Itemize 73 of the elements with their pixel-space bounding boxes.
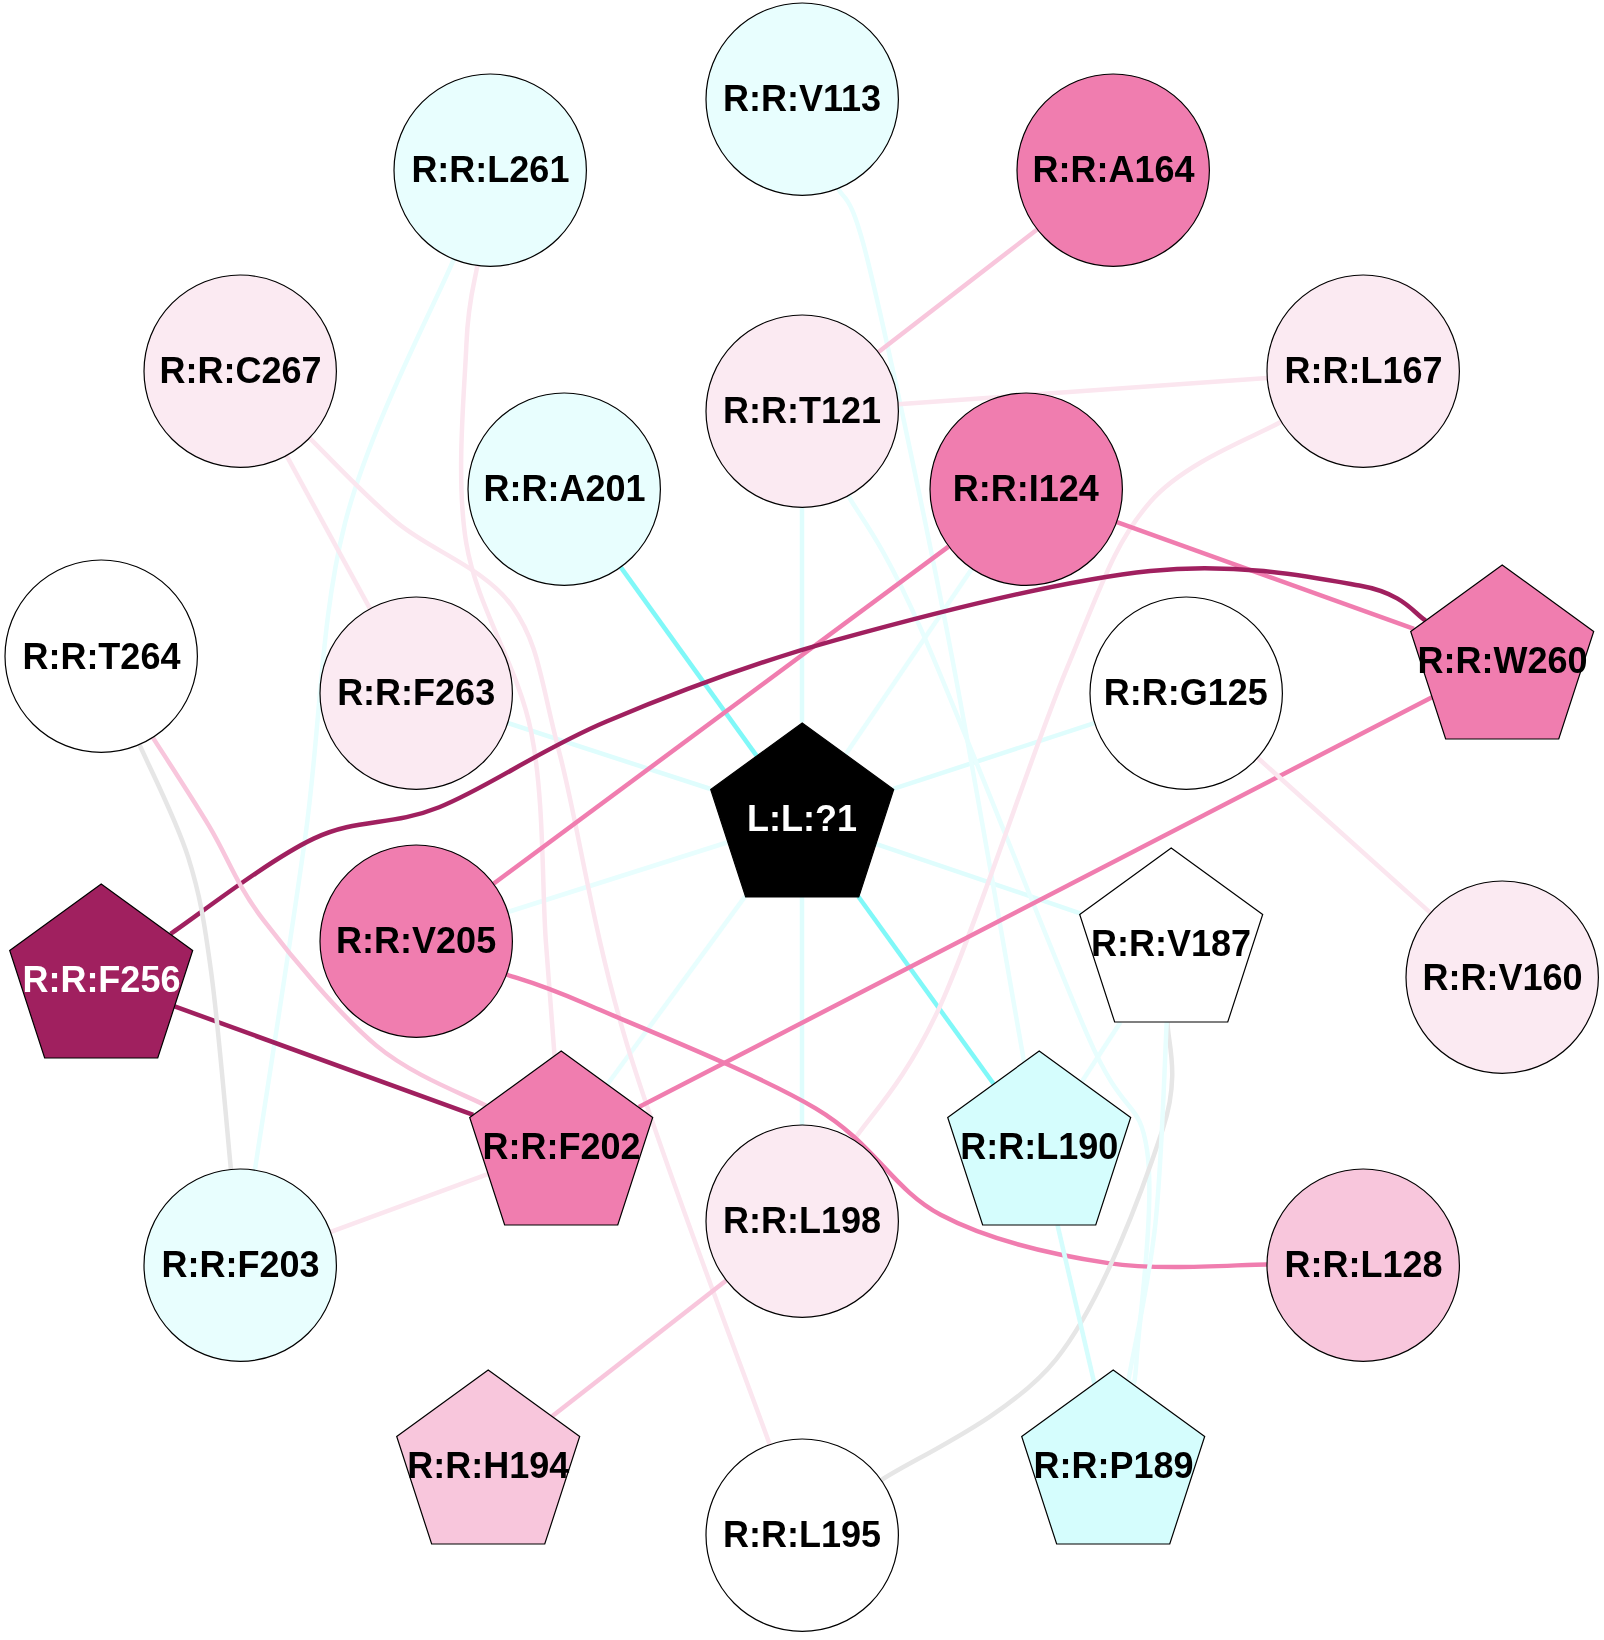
interaction-line — [605, 894, 748, 1086]
residue-circle — [1017, 74, 1210, 267]
residue-label: R:R:F256 — [22, 958, 181, 1001]
residue-circle — [144, 1169, 337, 1362]
interaction-line — [897, 375, 1268, 407]
interaction-line — [1126, 1021, 1169, 1381]
residue-label: R:R:F203 — [161, 1244, 320, 1287]
interaction-line — [151, 736, 488, 1108]
residue-label: R:R:F263 — [337, 672, 496, 715]
residue-label: R:R:H194 — [407, 1444, 570, 1487]
interaction-line — [1255, 755, 1433, 916]
residue-label: R:R:V205 — [336, 920, 497, 963]
residue-label: R:R:P189 — [1033, 1444, 1194, 1487]
interaction-line — [856, 895, 996, 1086]
interaction-line — [284, 454, 373, 610]
residue-label: R:R:V160 — [1422, 956, 1583, 999]
interaction-line — [836, 187, 1027, 1063]
residue-circle — [929, 393, 1122, 586]
residue-label: R:R:A201 — [483, 468, 646, 511]
interaction-line — [505, 972, 1268, 1270]
residue-circle — [5, 560, 198, 753]
interaction-line — [507, 840, 729, 915]
interaction-line — [843, 567, 974, 756]
residue-circle — [144, 275, 337, 468]
interaction-line — [892, 721, 1095, 791]
residue-label: R:R:C267 — [159, 350, 322, 393]
residue-label: R:R:V187 — [1091, 923, 1252, 966]
interaction-line — [173, 1004, 475, 1118]
residue-label: R:R:V113 — [722, 78, 881, 121]
interaction-line — [137, 744, 234, 1170]
residue-circle — [705, 3, 899, 196]
residue-label: R:R:T121 — [722, 389, 881, 432]
interaction-line — [308, 436, 772, 1446]
residue-circle — [1089, 597, 1282, 790]
residue-label: R:R:I124 — [952, 468, 1099, 511]
interaction-line — [252, 258, 456, 1171]
interaction-line — [1055, 1224, 1097, 1385]
interaction-line — [458, 265, 557, 1057]
interaction-line — [1115, 519, 1415, 632]
residue-label: R:R:L167 — [1284, 350, 1443, 393]
residue-label: R:R:L128 — [1284, 1244, 1443, 1287]
interaction-line — [879, 1021, 1175, 1483]
residue-label: R:R:G125 — [1103, 672, 1268, 715]
interaction-line — [846, 494, 1152, 1385]
residue-circle — [705, 314, 899, 508]
interaction-line — [876, 227, 1039, 354]
residue-label: L:L:?1 — [747, 797, 857, 840]
residue-circle — [705, 1125, 899, 1318]
residue-label: R:R:L261 — [411, 149, 570, 192]
residue-label: R:R:W260 — [1417, 639, 1588, 682]
residue-circle — [705, 1438, 899, 1632]
interaction-line — [637, 695, 1434, 1110]
residue-circle — [319, 844, 513, 1038]
residue-circle — [319, 597, 513, 790]
interaction-line — [330, 1171, 490, 1235]
interaction-line — [169, 566, 1428, 936]
residue-label: R:R:F202 — [482, 1126, 641, 1169]
residue-circle — [394, 74, 587, 267]
residue-circle — [1406, 881, 1599, 1074]
interaction-line — [506, 720, 712, 792]
interaction-line — [799, 896, 805, 1126]
interaction-line — [799, 507, 805, 723]
interaction-line — [619, 566, 759, 757]
residue-circle — [1267, 1169, 1460, 1362]
residue-label: R:R:T264 — [22, 635, 181, 678]
interaction-line — [550, 1278, 728, 1418]
residue-label: R:R:L195 — [722, 1513, 881, 1556]
interaction-line — [492, 544, 950, 886]
residue-label: R:R:A164 — [1032, 149, 1195, 192]
residue-circle — [468, 393, 661, 586]
residue-label: R:R:L190 — [960, 1126, 1119, 1169]
residue-label: R:R:L198 — [722, 1200, 881, 1243]
residue-circle — [1267, 275, 1460, 468]
